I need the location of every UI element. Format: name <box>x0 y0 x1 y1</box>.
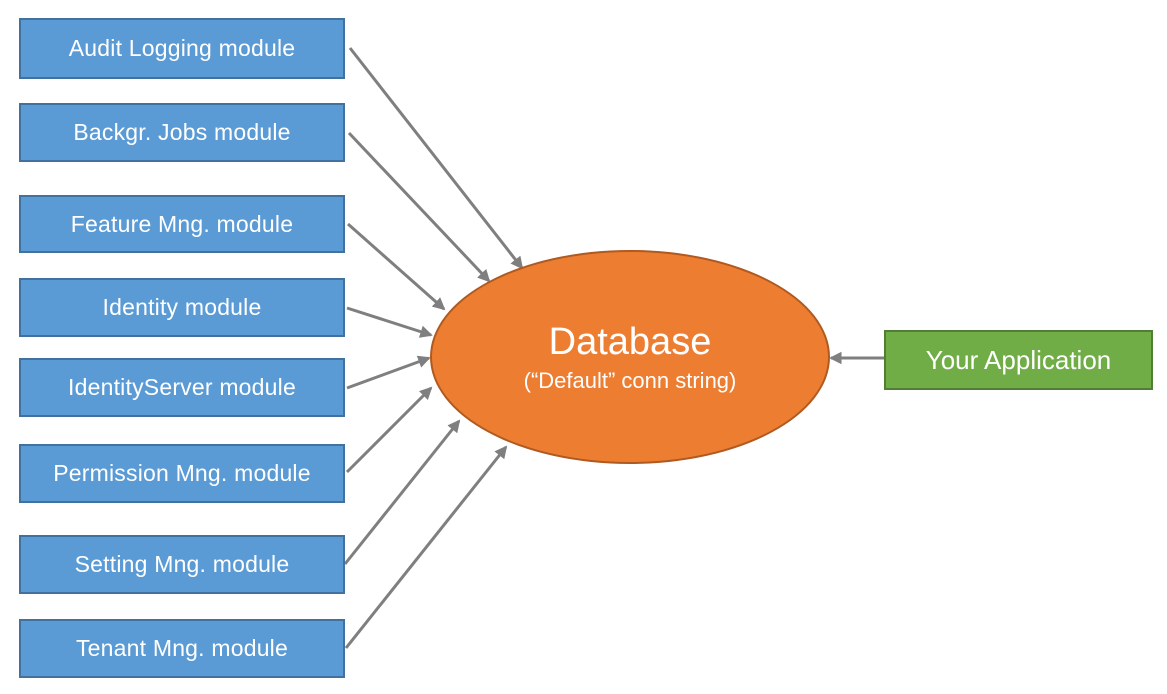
module-box-identity: Identity module <box>19 278 345 337</box>
module-box-feature-mng: Feature Mng. module <box>19 195 345 253</box>
arrow-tenant-mng-module-to-database <box>344 445 508 649</box>
module-label: Audit Logging module <box>68 35 296 61</box>
module-box-audit-logging: Audit Logging module <box>19 18 345 79</box>
arrow-setting-mng-module-to-database <box>343 419 461 565</box>
database-ellipse: Database (“Default” conn string) <box>430 250 830 464</box>
module-label: IdentityServer module <box>68 374 296 400</box>
module-label: Tenant Mng. module <box>75 635 288 661</box>
module-label: Backgr. Jobs module <box>73 119 291 145</box>
arrow-backgr-jobs-module-to-database <box>347 131 491 283</box>
arrow-permission-mng-module-to-database <box>345 386 433 474</box>
arrow-audit-logging-module-to-database <box>348 47 524 270</box>
arrow-feature-mng-module-to-database <box>347 222 446 311</box>
module-label: Feature Mng. module <box>70 210 294 237</box>
arrow-identityserver-module-to-database <box>346 355 431 390</box>
module-box-identityserver: IdentityServer module <box>19 358 345 417</box>
module-box-setting-mng: Setting Mng. module <box>19 535 345 594</box>
database-title: Database <box>548 321 712 363</box>
module-label: Permission Mng. module <box>53 460 311 486</box>
module-label: Setting Mng. module <box>74 551 290 577</box>
database-subtitle: (“Default” conn string) <box>523 368 737 393</box>
module-box-tenant-mng: Tenant Mng. module <box>19 619 345 678</box>
module-box-backgr-jobs: Backgr. Jobs module <box>19 103 345 162</box>
application-label: Your Application <box>925 344 1112 375</box>
application-box: Your Application <box>884 330 1153 390</box>
module-label: Identity module <box>102 294 262 320</box>
arrow-identity-module-to-database <box>346 306 433 338</box>
module-box-permission-mng: Permission Mng. module <box>19 444 345 503</box>
